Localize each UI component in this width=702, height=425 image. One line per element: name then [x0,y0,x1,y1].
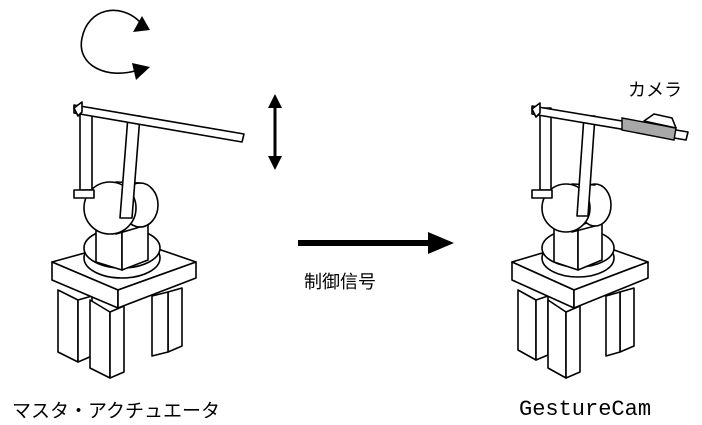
master-actuator-robot [51,101,245,379]
gesturecam-caption: GestureCam [519,397,651,422]
gesturecam-robot [511,102,689,379]
signal-arrow-icon [298,232,454,254]
camera-label: カメラ [628,80,682,101]
rotation-arrow-icon [80,9,150,80]
master-actuator-caption: マスタ・アクチュエータ [12,400,220,422]
signal-label: 制御信号 [304,272,376,293]
vertical-motion-arrow-icon [268,94,282,170]
